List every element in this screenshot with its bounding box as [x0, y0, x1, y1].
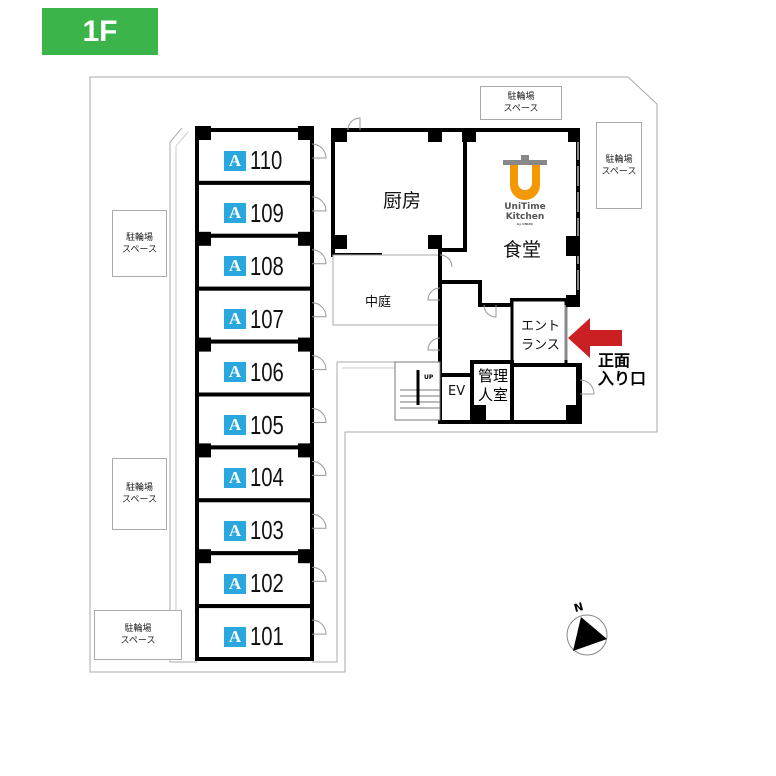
- door-swing: [311, 513, 327, 529]
- column: [298, 126, 314, 140]
- unit-number: 108: [250, 250, 284, 281]
- unit-type-badge: A: [224, 150, 246, 171]
- unit-type-badge: A: [224, 573, 246, 594]
- unit-walls: [195, 126, 327, 661]
- unit-type-badge: A: [224, 415, 246, 435]
- parking-label: 駐輪場: [125, 232, 153, 243]
- unitime-kitchen-logo: [503, 155, 547, 200]
- column: [195, 126, 211, 140]
- main-entrance-line: 入り口: [598, 369, 647, 388]
- unit-number: 109: [250, 197, 284, 228]
- unit-number: 102: [250, 568, 284, 599]
- unit-type-badge: A: [224, 256, 246, 277]
- unit-walls-106: [195, 339, 314, 397]
- unit-type-badge: A: [224, 309, 246, 330]
- entrance-arrow: [568, 318, 622, 358]
- column: [298, 549, 314, 564]
- door-swing: [311, 460, 327, 476]
- unit-number: 107: [250, 303, 284, 334]
- parking-space: 駐輪場スペース: [112, 458, 167, 530]
- stairs-up-label: UP: [424, 374, 434, 381]
- parking-label: スペース: [122, 495, 157, 505]
- unit-type-badge: A: [224, 203, 246, 224]
- parking-space: 駐輪場スペース: [112, 210, 167, 277]
- unit-type-badge: A: [224, 467, 246, 488]
- parking-label: 駐輪場: [125, 483, 153, 493]
- courtyard-label: 中庭: [365, 295, 392, 310]
- parking-label: 駐輪場: [507, 92, 535, 102]
- column: [298, 443, 314, 458]
- unit-number: 101: [250, 621, 284, 652]
- unit-number: 106: [250, 356, 284, 387]
- parking-space: 駐輪場スペース: [596, 122, 642, 209]
- door-swing: [311, 196, 327, 212]
- corridor-outline: [169, 127, 197, 663]
- entrance-label-line: エント: [521, 319, 561, 334]
- compass: [566, 614, 608, 656]
- site-outline: [89, 76, 658, 673]
- door-swing: [311, 566, 327, 582]
- logo-line: Kitchen: [505, 212, 545, 222]
- column: [195, 337, 211, 352]
- door-swing: [311, 143, 327, 159]
- unit-number: 104: [250, 462, 284, 493]
- column: [195, 549, 211, 564]
- parking-label: スペース: [120, 636, 156, 646]
- parking-space: 駐輪場スペース: [480, 86, 562, 120]
- ev-label: EV: [448, 384, 466, 399]
- logo-sub: by UNIZO: [517, 222, 533, 226]
- parking-label: 駐輪場: [124, 624, 152, 634]
- door-swing: [311, 249, 327, 265]
- unit-walls-103: [195, 498, 314, 556]
- unit-type-badge: A: [224, 520, 246, 541]
- parking-label: スペース: [122, 244, 157, 255]
- unit-type-badge: A: [224, 626, 246, 647]
- unit-walls-105: [195, 392, 314, 450]
- manager-label-line: 人室: [478, 386, 509, 404]
- main-entrance-label: 正面入り口: [598, 352, 646, 388]
- entrance-label: エントランス: [521, 317, 560, 355]
- manager-label-line: 管理: [478, 367, 509, 385]
- kitchen-label: 厨房: [383, 190, 422, 212]
- unit-walls-110: [195, 128, 314, 185]
- parking-label: スペース: [601, 166, 637, 177]
- column: [195, 443, 211, 458]
- unit-number: 103: [250, 515, 284, 546]
- unit-walls-101: [195, 604, 314, 661]
- logo-line: UniTime: [504, 202, 546, 212]
- unit-number: 105: [250, 409, 284, 440]
- parking-label: 駐輪場: [605, 154, 633, 165]
- unit-number: 110: [250, 145, 283, 175]
- door-swing: [311, 302, 327, 318]
- column: [298, 231, 314, 246]
- parking-label: スペース: [503, 104, 539, 114]
- floor-badge: 1F: [42, 8, 158, 55]
- dining-label: 食堂: [503, 239, 542, 261]
- column: [298, 337, 314, 352]
- entrance-label-line: ランス: [521, 338, 560, 353]
- courtyard-area: [332, 254, 441, 326]
- main-entrance-line: 正面: [598, 351, 631, 370]
- manager-room-label: 管理人室: [478, 367, 508, 405]
- unit-type-badge: A: [224, 362, 246, 383]
- door-swing: [311, 408, 327, 423]
- column: [195, 231, 211, 246]
- parking-space: 駐輪場スペース: [94, 610, 182, 660]
- door-swing: [311, 355, 327, 371]
- door-swing: [311, 619, 327, 635]
